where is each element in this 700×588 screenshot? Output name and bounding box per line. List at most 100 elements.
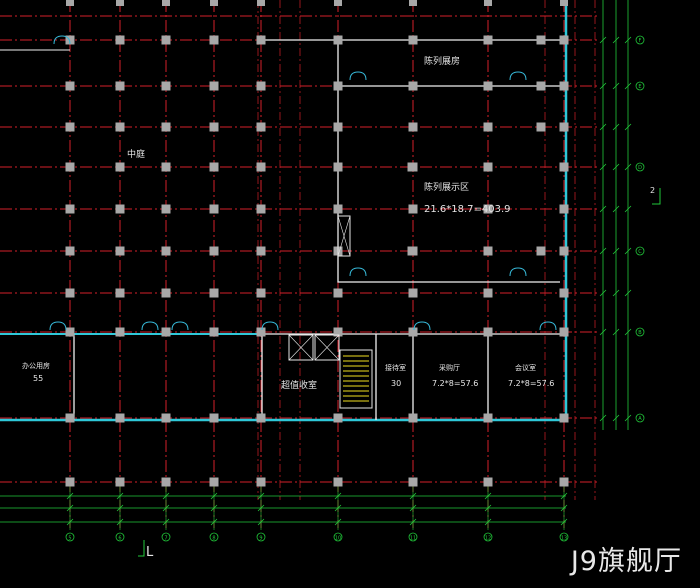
column bbox=[559, 204, 569, 214]
dimension-tick bbox=[612, 247, 620, 255]
dimension-tick bbox=[624, 328, 632, 336]
column bbox=[209, 35, 219, 45]
room-label-display-booth: 陈列展房 bbox=[424, 55, 460, 67]
column bbox=[483, 477, 493, 487]
axis-bubble-label: 10 bbox=[335, 536, 341, 542]
column bbox=[256, 477, 266, 487]
column bbox=[161, 477, 171, 487]
column bbox=[483, 413, 493, 423]
column bbox=[407, 246, 417, 256]
dimension-tick bbox=[624, 123, 632, 131]
column bbox=[559, 288, 569, 298]
column bbox=[209, 288, 219, 298]
axis-bubble bbox=[483, 532, 493, 542]
column bbox=[408, 81, 418, 91]
column bbox=[484, 0, 492, 6]
axis-bubble-label: 11 bbox=[410, 536, 416, 542]
axis-bubble-label: E bbox=[638, 84, 641, 90]
axis-bubble bbox=[635, 81, 645, 91]
room-label-atrium: 中庭 bbox=[127, 148, 145, 160]
column bbox=[115, 204, 125, 214]
room-label-reception: 接待室 bbox=[385, 363, 406, 372]
column bbox=[256, 204, 266, 214]
door-swing bbox=[539, 321, 557, 331]
door-swing bbox=[53, 35, 71, 45]
room-area-sales-hall-1: 7.2*8=57.6 bbox=[432, 379, 478, 388]
watermark-text: J9旗舰厅 bbox=[570, 546, 682, 577]
door-swing bbox=[171, 321, 189, 331]
column bbox=[65, 81, 75, 91]
axis-bubble-label: 7 bbox=[164, 536, 167, 542]
axis-bubble bbox=[209, 532, 219, 542]
axis-mark-right: 2 bbox=[650, 186, 655, 195]
room-label-sales-hall-1: 采购厅 bbox=[439, 363, 460, 372]
column bbox=[257, 0, 265, 6]
shaft bbox=[337, 215, 351, 257]
column bbox=[65, 327, 75, 337]
column bbox=[333, 327, 343, 337]
axis-bubble-label: 5 bbox=[68, 536, 71, 542]
column bbox=[209, 327, 219, 337]
column bbox=[559, 477, 569, 487]
column bbox=[559, 246, 569, 256]
column bbox=[115, 122, 125, 132]
dimension-tick bbox=[599, 289, 607, 297]
column bbox=[483, 81, 493, 91]
column bbox=[161, 162, 171, 172]
column bbox=[333, 413, 343, 423]
axis-bubble-label: 13 bbox=[561, 536, 567, 542]
column bbox=[115, 162, 125, 172]
stair-treads bbox=[343, 355, 369, 402]
column bbox=[115, 327, 125, 337]
column bbox=[559, 327, 569, 337]
axis-bubble bbox=[559, 532, 569, 542]
column bbox=[161, 81, 171, 91]
dimension-tick bbox=[624, 205, 632, 213]
axis-bubble-label: 6 bbox=[118, 536, 121, 542]
axis-bubble-label: A bbox=[638, 416, 642, 422]
column bbox=[256, 122, 266, 132]
door-swing bbox=[49, 321, 67, 331]
column bbox=[65, 35, 75, 45]
column bbox=[161, 122, 171, 132]
column bbox=[115, 81, 125, 91]
room-label-display-area: 陈列展示区 bbox=[424, 181, 469, 193]
doors bbox=[49, 35, 557, 331]
column bbox=[65, 246, 75, 256]
dimension-tick bbox=[624, 289, 632, 297]
dimension-tick bbox=[612, 163, 620, 171]
column bbox=[408, 477, 418, 487]
column bbox=[256, 288, 266, 298]
column bbox=[209, 122, 219, 132]
column bbox=[334, 0, 342, 6]
column bbox=[483, 204, 493, 214]
column bbox=[161, 413, 171, 423]
dimension-tick bbox=[624, 36, 632, 44]
column bbox=[536, 122, 546, 132]
elevators bbox=[288, 334, 340, 361]
dimension-tick bbox=[599, 36, 607, 44]
column bbox=[333, 35, 343, 45]
column bbox=[65, 162, 75, 172]
axis-bubble bbox=[333, 532, 343, 542]
column bbox=[256, 162, 266, 172]
dimension-tick bbox=[612, 328, 620, 336]
column bbox=[209, 162, 219, 172]
column bbox=[536, 246, 546, 256]
axis-bubble bbox=[635, 246, 645, 256]
column bbox=[65, 288, 75, 298]
axis-bubble bbox=[635, 162, 645, 172]
column bbox=[209, 413, 219, 423]
door-swing bbox=[349, 71, 367, 81]
dimension-tick bbox=[612, 123, 620, 131]
axis-bubble-label: D bbox=[638, 165, 642, 171]
column bbox=[559, 35, 569, 45]
column bbox=[333, 122, 343, 132]
column bbox=[483, 288, 493, 298]
column bbox=[333, 204, 343, 214]
room-area-reception: 30 bbox=[391, 379, 401, 388]
axis-bubble bbox=[115, 532, 125, 542]
column bbox=[559, 413, 569, 423]
dimension-tick bbox=[624, 414, 632, 422]
